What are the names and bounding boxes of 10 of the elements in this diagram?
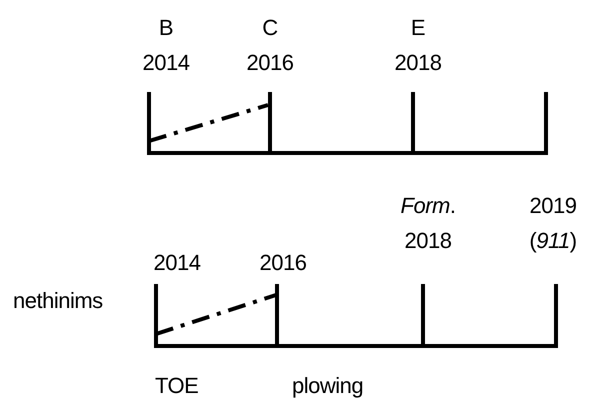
date-label: B 2014 bbox=[142, 14, 190, 77]
year-label: 2016 bbox=[260, 249, 306, 277]
date-label: 2019 (911) bbox=[529, 192, 577, 255]
date-label: E 2018 bbox=[394, 14, 442, 77]
period-label: plowing bbox=[292, 372, 364, 400]
year-label: 2014 bbox=[154, 249, 200, 277]
date-label: C 2016 bbox=[246, 14, 294, 77]
row-label: nethinims bbox=[13, 287, 103, 315]
date-label: Form. 2018 bbox=[400, 192, 456, 255]
period-label: TOE bbox=[155, 372, 198, 400]
